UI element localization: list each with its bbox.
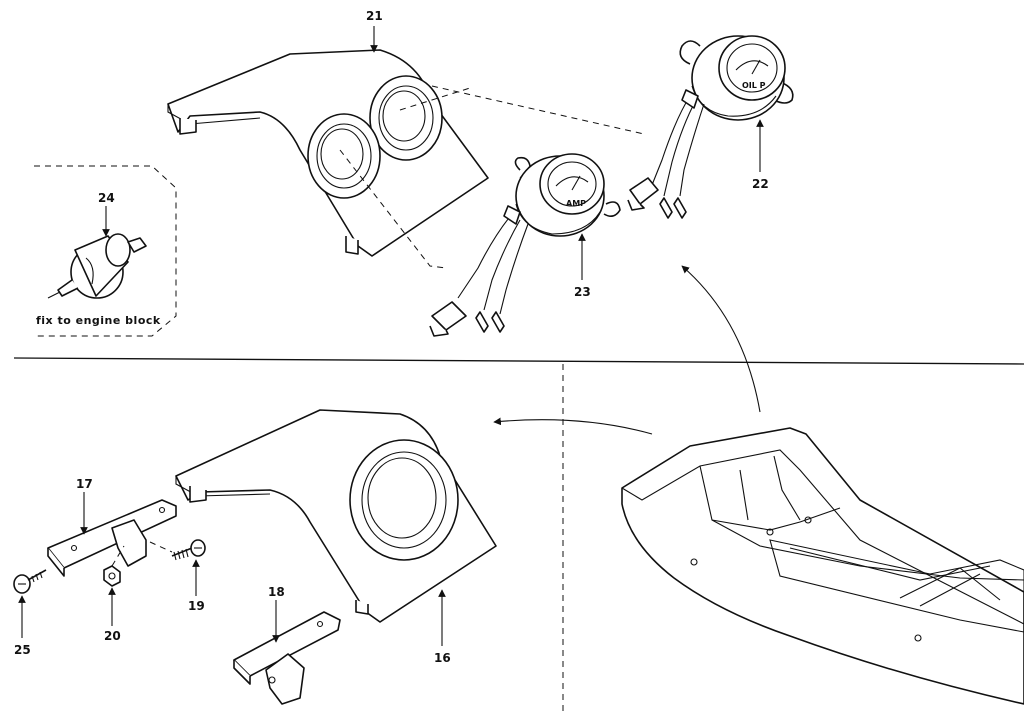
part-label-25: 25 — [14, 643, 31, 657]
twin-gauge-pod — [167, 49, 489, 257]
part-label-23: 23 — [574, 285, 591, 299]
part-label-16: 16 — [434, 651, 451, 665]
sender-note: fix to engine block — [36, 314, 161, 327]
oil-pressure-gauge: OIL P — [627, 35, 794, 219]
part-label-22: 22 — [752, 177, 769, 191]
part-label-20: 20 — [104, 629, 121, 643]
mounting-bracket-18 — [233, 611, 341, 705]
part-label-17: 17 — [76, 477, 93, 491]
part-label-21: 21 — [366, 9, 383, 23]
single-gauge-pod — [175, 409, 497, 623]
oil-pressure-sender — [47, 233, 147, 299]
alignment-lines-bottom — [111, 541, 173, 567]
screw-19 — [171, 539, 206, 561]
mounting-bracket-17 — [47, 499, 177, 577]
oil-gauge-face-label: OIL P — [742, 81, 766, 90]
screw-25 — [13, 569, 47, 594]
center-console — [621, 427, 1024, 705]
part-label-24: 24 — [98, 191, 115, 205]
ammeter-gauge: AMP — [429, 153, 621, 337]
part-label-19: 19 — [188, 599, 205, 613]
part-label-18: 18 — [268, 585, 285, 599]
nut-20 — [103, 565, 121, 587]
amp-gauge-face-label: AMP — [566, 199, 586, 208]
callout-leaders — [18, 26, 764, 646]
section-dividers — [13, 357, 1024, 712]
assembly-arrows — [493, 265, 761, 435]
alignment-lines-top — [339, 85, 645, 269]
sender-inset-box — [34, 165, 177, 337]
